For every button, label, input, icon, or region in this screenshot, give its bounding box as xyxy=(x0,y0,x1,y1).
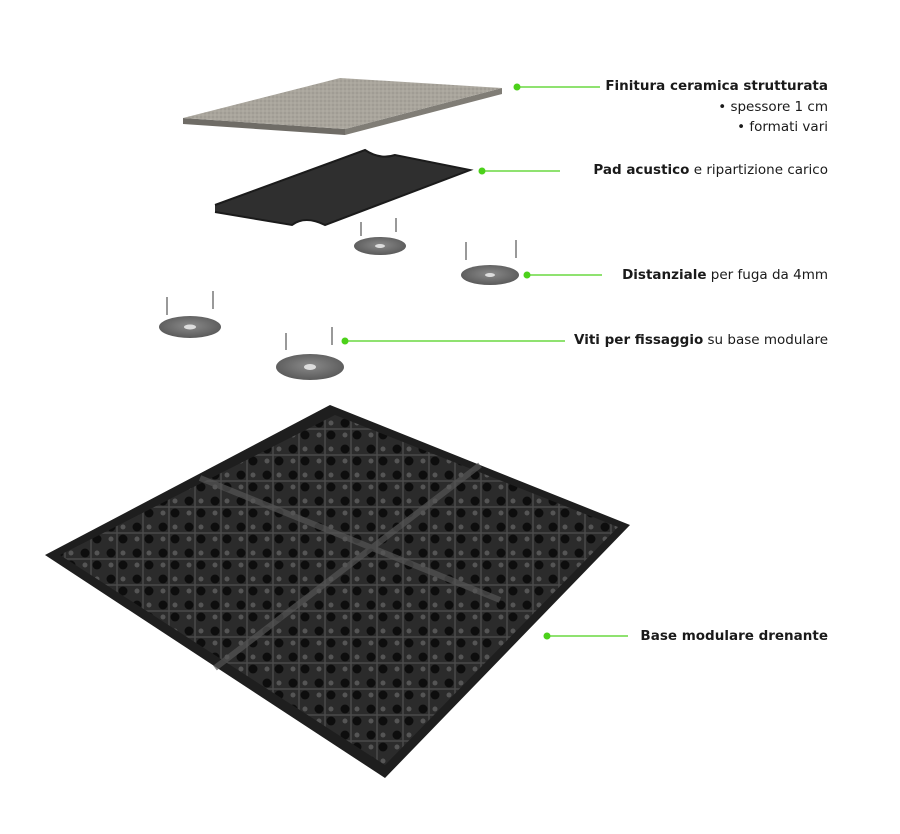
spacer-4 xyxy=(276,354,344,380)
label-bold: Distanziale xyxy=(622,267,707,283)
label-rest: su base modulare xyxy=(703,332,828,348)
spacers xyxy=(159,237,519,380)
label-rest: per fuga da 4mm xyxy=(706,267,828,283)
ceramic-tile xyxy=(183,78,502,135)
label-bold: Finitura ceramica strutturata xyxy=(605,78,828,94)
spacer-1 xyxy=(354,237,406,255)
callout-lines xyxy=(341,83,628,640)
label-bold: Pad acustico xyxy=(593,162,690,178)
label-acoustic-pad: Pad acustico e ripartizione carico xyxy=(593,162,828,178)
spacer-3 xyxy=(159,316,221,338)
label-bold: Viti per fissaggio xyxy=(574,332,704,348)
label-spacer: Distanziale per fuga da 4mm xyxy=(622,267,828,283)
bullet-thickness: • spessore 1 cm xyxy=(718,99,828,115)
label-rest: e ripartizione carico xyxy=(689,162,828,178)
label-screws: Viti per fissaggio su base modulare xyxy=(574,332,828,348)
bullet-formats: • formati vari xyxy=(737,119,828,135)
label-bold: Base modulare drenante xyxy=(640,628,828,644)
label-ceramic-finish: Finitura ceramica strutturata xyxy=(605,78,828,94)
screws xyxy=(166,218,517,350)
modular-drainage-base xyxy=(45,405,630,778)
spacer-2 xyxy=(461,265,519,285)
acoustic-pad xyxy=(214,148,474,227)
label-modular-base: Base modulare drenante xyxy=(640,628,828,644)
